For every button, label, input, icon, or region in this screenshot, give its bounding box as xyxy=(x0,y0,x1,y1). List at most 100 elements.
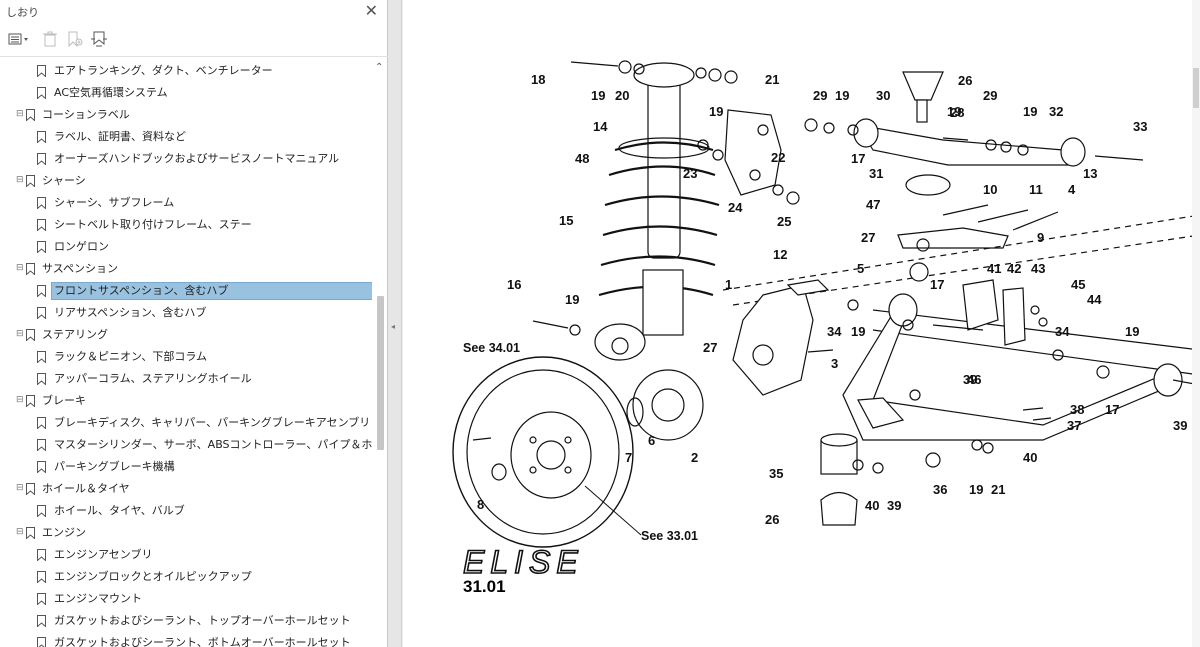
bookmark-icon xyxy=(37,373,46,385)
bookmark-item[interactable]: エンジンマウント xyxy=(0,588,372,610)
part-callout: 24 xyxy=(728,200,743,215)
part-callout: 9 xyxy=(1037,230,1044,245)
part-callout: 6 xyxy=(648,433,655,448)
scroll-up-icon[interactable]: ⌃ xyxy=(375,62,384,73)
part-callout: 47 xyxy=(866,197,880,212)
bookmark-label: エアトランキング、ダクト、ベンチレーター xyxy=(54,64,273,77)
bookmark-group[interactable]: ⊟ シャーシ xyxy=(0,170,372,192)
bookmark-label: フロントサスペンション、含むハブ xyxy=(51,282,372,300)
collapse-panel-icon[interactable]: ◂ xyxy=(391,322,396,331)
expand-toggle-icon[interactable]: ⊟ xyxy=(16,395,24,405)
part-callout: 40 xyxy=(1023,450,1037,465)
scrollbar-thumb[interactable] xyxy=(377,296,384,450)
bookmark-group[interactable]: ⊟ コーションラベル xyxy=(0,104,372,126)
expand-toggle-icon[interactable]: ⊟ xyxy=(16,483,24,493)
part-callout: 21 xyxy=(991,482,1005,497)
expand-toggle-icon[interactable]: ⊟ xyxy=(16,527,24,537)
bookmark-label: エンジンアセンブリ xyxy=(54,548,153,561)
bookmark-item[interactable]: リアサスペンション、含むハブ xyxy=(0,302,372,324)
bookmark-item[interactable]: ホイール、タイヤ、バルブ xyxy=(0,500,372,522)
part-callout: 19 xyxy=(947,104,961,119)
document-scrollbar-thumb[interactable] xyxy=(1193,68,1199,108)
bookmark-item[interactable]: ガスケットおよびシーラント、トップオーバーホールセット xyxy=(0,610,372,632)
bookmark-item[interactable]: ガスケットおよびシーラント、ボトムオーバーホールセット xyxy=(0,632,372,647)
expand-toggle-icon[interactable]: ⊟ xyxy=(16,175,24,185)
part-callout: 29 xyxy=(983,88,997,103)
part-callout: 34 xyxy=(1055,324,1070,339)
bookmark-group[interactable]: ⊟ステアリング xyxy=(0,324,372,346)
bookmark-group[interactable]: ⊟エンジン xyxy=(0,522,372,544)
bookmark-icon xyxy=(37,549,46,561)
trash-icon[interactable] xyxy=(42,30,58,48)
bookmark-item[interactable]: エアトランキング、ダクト、ベンチレーター xyxy=(0,60,372,82)
bookmarks-toolbar xyxy=(0,24,388,54)
bookmark-item[interactable]: エンジンブロックとオイルピックアップ xyxy=(0,566,372,588)
new-bookmark-icon[interactable] xyxy=(66,30,84,48)
bookmark-icon xyxy=(37,87,46,99)
part-callout: 19 xyxy=(1023,104,1037,119)
bookmark-item[interactable]: エンジンアセンブリ xyxy=(0,544,372,566)
expand-toggle-icon[interactable]: ⊟ xyxy=(16,263,24,273)
part-callout: 20 xyxy=(615,88,629,103)
part-callout: 16 xyxy=(507,277,521,292)
bookmark-item[interactable]: シャーシ、サブフレーム xyxy=(0,192,372,214)
bookmark-label: シャーシ、サブフレーム xyxy=(54,196,175,209)
part-callout: 3 xyxy=(831,356,838,371)
part-callout: 30 xyxy=(876,88,890,103)
part-callout: 37 xyxy=(1067,418,1081,433)
bookmark-item[interactable]: パーキングブレーキ機構 xyxy=(0,456,372,478)
part-callout: 40 xyxy=(865,498,879,513)
bookmark-item[interactable]: ブレーキディスク、キャリパー、パーキングブレーキアセンブリ xyxy=(0,412,372,434)
bookmark-label: ガスケットおよびシーラント、トップオーバーホールセット xyxy=(54,614,351,627)
expand-toggle-icon[interactable]: ⊟ xyxy=(16,109,24,119)
bookmark-label: コーションラベル xyxy=(42,108,130,121)
expand-toggle-icon[interactable]: ⊟ xyxy=(16,329,24,339)
panel-splitter[interactable]: ◂ xyxy=(388,0,402,647)
part-callout: 48 xyxy=(575,151,589,166)
bookmark-item[interactable]: ロンゲロン xyxy=(0,236,372,258)
part-callout: 28 xyxy=(950,105,964,120)
bookmark-icon xyxy=(26,263,35,275)
bookmark-item[interactable]: AC空気再循環システム xyxy=(0,82,372,104)
part-callout: 15 xyxy=(559,213,573,228)
diagram-line-art xyxy=(452,60,1200,548)
list-options-icon[interactable] xyxy=(8,30,30,48)
part-callout: 34 xyxy=(827,324,842,339)
bookmark-label: シートベルト取り付けフレーム、ステー xyxy=(54,218,252,231)
bookmark-item[interactable]: オーナーズハンドブックおよびサービスノートマニュアル xyxy=(0,148,372,170)
panel-header: しおり ✕ xyxy=(0,0,388,22)
bookmark-icon xyxy=(26,329,35,341)
bookmarks-panel: しおり ✕ エアトランキング、ダクト、ベンチレーター AC空気再循環システム ⊟ コー… xyxy=(0,0,388,647)
part-callout: 19 xyxy=(851,324,865,339)
bookmark-item[interactable]: マスターシリンダー、サーボ、ABSコントローラー、パイプ＆ホ xyxy=(0,434,372,456)
bookmark-item[interactable]: アッパーコラム、ステアリングホイール xyxy=(0,368,372,390)
bookmark-label: オーナーズハンドブックおよびサービスノートマニュアル xyxy=(54,152,340,165)
part-callout: 19 xyxy=(591,88,605,103)
bookmark-label: ホイール＆タイヤ xyxy=(42,482,130,495)
bookmarks-scrollbar[interactable]: ⌃ xyxy=(373,58,387,647)
bookmark-group[interactable]: ⊟ ホイール＆タイヤ xyxy=(0,478,372,500)
bookmark-label: エンジンブロックとオイルピックアップ xyxy=(54,570,252,583)
bookmark-item[interactable]: フロントサスペンション、含むハブ xyxy=(0,280,372,302)
part-callout: 45 xyxy=(1071,277,1085,292)
bookmark-icon xyxy=(37,241,46,253)
part-callout: 42 xyxy=(1007,261,1021,276)
bookmark-item[interactable]: ラック＆ピニオン、下部コラム xyxy=(0,346,372,368)
close-icon[interactable]: ✕ xyxy=(364,1,378,20)
bookmark-label: マスターシリンダー、サーボ、ABSコントローラー、パイプ＆ホ xyxy=(54,438,372,451)
part-callout: 39 xyxy=(887,498,901,513)
bookmark-icon xyxy=(37,571,46,583)
bookmark-label: エンジンマウント xyxy=(54,592,142,605)
part-callout: 17 xyxy=(1105,402,1119,417)
bookmark-item[interactable]: ラベル、証明書、資料など xyxy=(0,126,372,148)
find-current-bookmark-icon[interactable] xyxy=(90,30,108,48)
bookmark-group[interactable]: ⊟サスペンション xyxy=(0,258,372,280)
bookmark-item[interactable]: シートベルト取り付けフレーム、ステー xyxy=(0,214,372,236)
document-scrollbar[interactable] xyxy=(1192,0,1200,647)
bookmark-label: シャーシ xyxy=(42,174,86,187)
bookmark-group[interactable]: ⊟ブレーキ xyxy=(0,390,372,412)
reference-see-34-01: See 34.01 xyxy=(463,341,520,355)
part-callout: 23 xyxy=(683,166,697,181)
bookmark-tree: エアトランキング、ダクト、ベンチレーター AC空気再循環システム ⊟ コーションラベル… xyxy=(0,60,372,647)
